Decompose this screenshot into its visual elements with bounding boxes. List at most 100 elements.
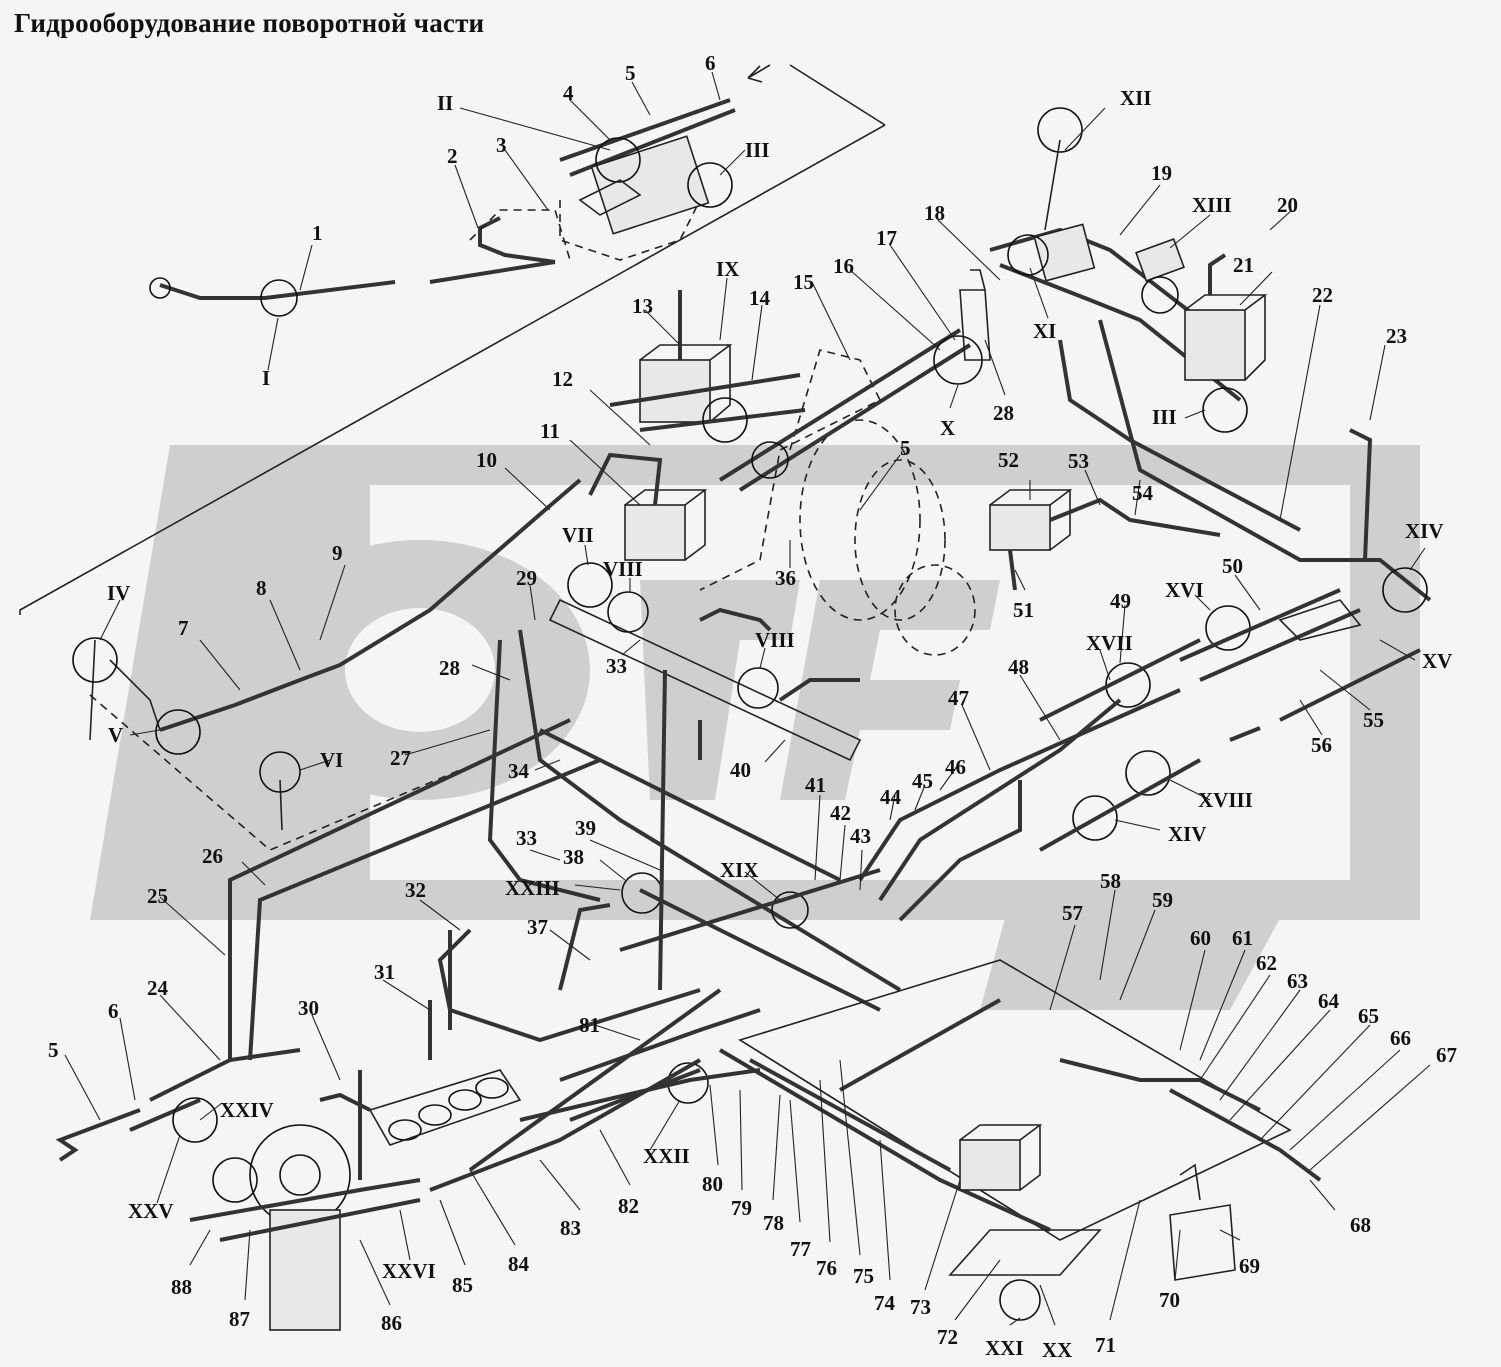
callout-II: II	[437, 91, 453, 115]
callout-III-top: III	[745, 138, 770, 162]
callout-5-mid: 5	[900, 436, 911, 460]
callout-82: 82	[618, 1194, 639, 1218]
callout-24: 24	[147, 976, 169, 1000]
callout-81: 81	[579, 1013, 600, 1037]
callout-VIII-mid: VIII	[755, 628, 795, 652]
callout-4: 4	[563, 81, 574, 105]
callout-42: 42	[830, 801, 851, 825]
callout-XXI: XXI	[985, 1336, 1024, 1360]
callout-37: 37	[527, 915, 548, 939]
callout-17: 17	[876, 226, 897, 250]
callout-XIII: XIII	[1192, 193, 1232, 217]
callout-XVIII: XVIII	[1198, 788, 1253, 812]
callout-29: 29	[516, 566, 537, 590]
callout-38: 38	[563, 845, 584, 869]
callout-X: X	[940, 416, 955, 440]
callout-XXII: XXII	[643, 1144, 690, 1168]
callout-22: 22	[1312, 283, 1333, 307]
callout-6-left: 6	[108, 999, 119, 1023]
callout-VIII-top: VIII	[603, 557, 643, 581]
callout-I: I	[262, 366, 270, 390]
callout-16: 16	[833, 254, 854, 278]
callout-5-top: 5	[625, 61, 636, 85]
callout-IV: IV	[107, 581, 130, 605]
callout-83: 83	[560, 1216, 581, 1240]
callout-54: 54	[1132, 481, 1154, 505]
callout-59: 59	[1152, 888, 1173, 912]
callout-3: 3	[496, 133, 507, 157]
callout-62: 62	[1256, 951, 1277, 975]
callout-70: 70	[1159, 1288, 1180, 1312]
callout-80: 80	[702, 1172, 723, 1196]
callout-71: 71	[1095, 1333, 1116, 1357]
callout-11: 11	[540, 419, 560, 443]
watermark-logo	[90, 445, 1420, 1010]
callout-7: 7	[178, 616, 189, 640]
callout-31: 31	[374, 960, 395, 984]
callout-30: 30	[298, 996, 319, 1020]
callout-48: 48	[1008, 655, 1029, 679]
callout-73: 73	[910, 1295, 931, 1319]
callout-33-left: 33	[516, 826, 537, 850]
callout-50: 50	[1222, 554, 1243, 578]
callout-55: 55	[1363, 708, 1384, 732]
callout-28-top: 28	[993, 401, 1014, 425]
callout-XIX: XIX	[720, 858, 759, 882]
callout-79: 79	[731, 1196, 752, 1220]
callout-1: 1	[312, 221, 323, 245]
callout-49: 49	[1110, 589, 1131, 613]
callout-85: 85	[452, 1273, 473, 1297]
callout-74: 74	[874, 1291, 896, 1315]
callout-19: 19	[1151, 161, 1172, 185]
callout-XVI: XVI	[1165, 578, 1204, 602]
callout-51: 51	[1013, 598, 1034, 622]
callout-76: 76	[816, 1256, 837, 1280]
callout-XII: XII	[1120, 86, 1152, 110]
callout-12: 12	[552, 367, 573, 391]
callout-XX: XX	[1042, 1338, 1072, 1362]
callout-88: 88	[171, 1275, 192, 1299]
callout-6-top: 6	[705, 51, 716, 75]
callout-32: 32	[405, 878, 426, 902]
callout-45: 45	[912, 769, 933, 793]
callout-XXVI: XXVI	[382, 1259, 436, 1283]
callout-69: 69	[1239, 1254, 1260, 1278]
callout-14: 14	[749, 286, 771, 310]
callout-52: 52	[998, 448, 1019, 472]
callout-15: 15	[793, 270, 814, 294]
callout-46: 46	[945, 755, 966, 779]
callout-2: 2	[447, 144, 458, 168]
callout-68: 68	[1350, 1213, 1371, 1237]
callout-XXIV: XXIV	[220, 1098, 274, 1122]
callout-41: 41	[805, 773, 826, 797]
callout-III-right: III	[1152, 405, 1177, 429]
callout-78: 78	[763, 1211, 784, 1235]
callout-87: 87	[229, 1307, 250, 1331]
callout-23: 23	[1386, 324, 1407, 348]
callout-86: 86	[381, 1311, 402, 1335]
callout-72: 72	[937, 1325, 958, 1349]
callout-43: 43	[850, 824, 871, 848]
callout-labels: 1 2 3 4 5 6 II III I 13 IX 14 15 16 17 1…	[48, 51, 1457, 1362]
callout-8: 8	[256, 576, 267, 600]
callout-56: 56	[1311, 733, 1332, 757]
callout-57: 57	[1062, 901, 1083, 925]
callout-66: 66	[1390, 1026, 1411, 1050]
callout-10: 10	[476, 448, 497, 472]
callout-53: 53	[1068, 449, 1089, 473]
callout-65: 65	[1358, 1004, 1379, 1028]
callout-63: 63	[1287, 969, 1308, 993]
callout-5-left: 5	[48, 1038, 59, 1062]
callout-61: 61	[1232, 926, 1253, 950]
callout-XVII: XVII	[1086, 631, 1133, 655]
callout-28-left: 28	[439, 656, 460, 680]
callout-XXIII: XXIII	[505, 876, 560, 900]
callout-IX: IX	[716, 257, 739, 281]
callout-75: 75	[853, 1264, 874, 1288]
callout-XI: XI	[1033, 319, 1056, 343]
callout-26: 26	[202, 844, 223, 868]
callout-27: 27	[390, 746, 411, 770]
callout-34: 34	[508, 759, 530, 783]
callout-77: 77	[790, 1237, 811, 1261]
